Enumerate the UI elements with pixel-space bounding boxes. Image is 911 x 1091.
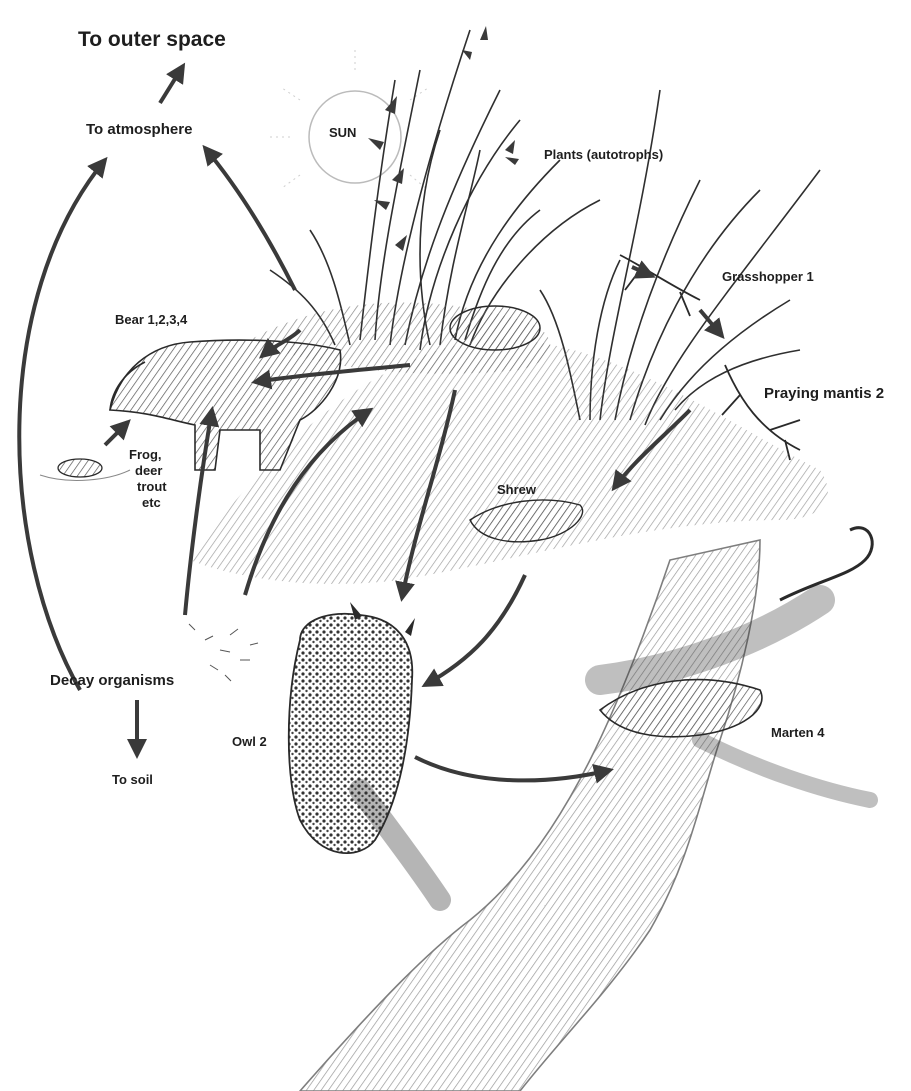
- plants-label: Plants (autotrophs): [544, 148, 663, 163]
- grasshopper-label: Grasshopper 1: [722, 270, 814, 285]
- decay-organisms-label: Decay organisms: [50, 672, 174, 689]
- to-outer-space-label: To outer space: [78, 28, 226, 52]
- frog-drawing: [40, 459, 130, 480]
- sun-drawing: [268, 50, 428, 190]
- decay-squiggles: [189, 624, 258, 681]
- marten-label: Marten 4: [771, 726, 824, 741]
- to-soil-label: To soil: [112, 773, 153, 788]
- frog-label-line3: trout: [137, 480, 167, 495]
- frog-label-line1: Frog,: [129, 448, 162, 463]
- bear-label: Bear 1,2,3,4: [115, 313, 187, 328]
- to-atmosphere-label: To atmosphere: [86, 121, 192, 138]
- shrew-label: Shrew: [497, 483, 536, 498]
- frog-label-line4: etc: [142, 496, 161, 511]
- mouse-drawing: [450, 306, 540, 350]
- sun-label: SUN: [329, 126, 356, 141]
- owl-drawing: [289, 602, 415, 853]
- frog-label-line2: deer: [135, 464, 162, 479]
- owl-label: Owl 2: [232, 735, 267, 750]
- praying-mantis-label: Praying mantis 2: [764, 385, 884, 402]
